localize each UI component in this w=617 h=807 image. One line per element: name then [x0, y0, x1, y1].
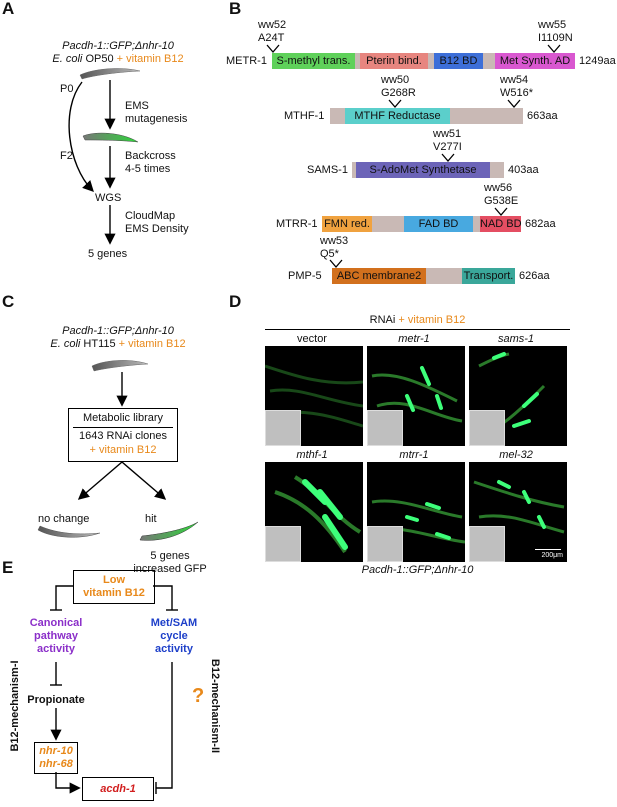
domain-sams: S-AdoMet Synthetase: [356, 162, 490, 178]
panel-c-strain: Pacdh-1::GFP;Δnhr-10: [62, 325, 174, 337]
result-genes: 5 genes: [88, 248, 128, 260]
panel-label-e: E: [2, 558, 14, 577]
caret-ww51: [441, 153, 455, 162]
panel-d-strain: Pacdh-1::GFP;Δnhr-10: [361, 564, 474, 576]
micrograph-mtrr1: [367, 462, 465, 562]
caret-ww53: [329, 259, 343, 268]
question-mark: ?: [192, 685, 205, 707]
wgs-label: WGS: [95, 192, 122, 204]
low-b12-box: Low vitamin B12: [73, 570, 155, 604]
rnai-header: RNAi + vitamin B12: [369, 314, 466, 326]
nhr-box: nhr-10 nhr-68: [34, 742, 78, 774]
label-vector: vector: [297, 333, 327, 345]
inset-brightfield: [469, 410, 505, 446]
rnai-header-rule: [265, 329, 570, 330]
domain-mthf: MTHF Reductase: [345, 108, 450, 124]
inset-brightfield: [265, 410, 301, 446]
micrograph-mthf1: [265, 462, 363, 562]
label-sams1: sams-1: [497, 333, 535, 345]
inset-brightfield: [367, 410, 403, 446]
no-change-label: no change: [38, 513, 90, 525]
f2-label: F2: [60, 150, 73, 162]
worm-hit: [139, 521, 199, 541]
micrograph-sams1: [469, 346, 567, 446]
panel-c-arrows: [37, 360, 199, 541]
label-metr1: metr-1: [398, 333, 430, 345]
panel-a-bacteria: E. coli OP50 + vitamin B12: [52, 53, 184, 65]
panel-a-strain: Pacdh-1::GFP;Δnhr-10: [62, 40, 174, 52]
panel-c-bacteria: E. coli HT115 + vitamin B12: [50, 338, 186, 350]
caret-ww55: [547, 44, 561, 53]
p0-label: P0: [60, 83, 74, 95]
worm-p0: [79, 68, 141, 80]
panel-label-d: D: [229, 292, 242, 311]
metr1-length: 1249aa: [579, 55, 616, 67]
domain-b12bd: B12 BD: [434, 53, 483, 69]
panel-a-arrows: [68, 68, 141, 245]
domain-metsynth: Met Synth. AD: [495, 53, 575, 69]
scale-label: 200μm: [541, 552, 563, 559]
inset-brightfield: [469, 526, 505, 562]
mtrr1-length: 682aa: [525, 218, 556, 230]
sams1-length: 403aa: [508, 164, 539, 176]
domain-transport: Transport.: [462, 268, 515, 284]
protein-name-metr1: METR-1: [226, 55, 267, 67]
inset-brightfield: [367, 526, 403, 562]
label-mtrr1: mtrr-1: [399, 449, 429, 461]
micrograph-metr1: [367, 346, 465, 446]
scale-bar: [535, 549, 561, 550]
caret-ww56: [494, 207, 508, 216]
panel-label-b: B: [229, 0, 242, 18]
domain-nad: NAD BD: [480, 216, 521, 232]
mutation-carets: [266, 44, 561, 268]
domain-pterin: Pterin bind.: [360, 53, 428, 69]
domain-smethyl: S-methyl trans.: [272, 53, 355, 69]
acdh1-box: acdh-1: [82, 777, 154, 801]
panel-label-c: C: [2, 292, 15, 311]
pmp5-length: 626aa: [519, 270, 550, 282]
domain-abc: ABC membrane2: [332, 268, 426, 284]
caret-ww50: [388, 99, 402, 108]
domain-fmn: FMN red.: [322, 216, 372, 232]
worm-start: [91, 360, 149, 372]
protein-name-pmp5: PMP-5: [288, 270, 322, 282]
protein-name-mthf1: MTHF-1: [284, 110, 325, 122]
label-mel32: mel-32: [499, 449, 533, 461]
caret-ww52: [266, 44, 280, 53]
protein-name-mtrr1: MTRR-1: [276, 218, 318, 230]
panel-label-a: A: [2, 0, 15, 18]
protein-name-sams1: SAMS-1: [307, 164, 348, 176]
worm-no-change: [37, 525, 101, 538]
worm-f2: [82, 132, 139, 143]
domain-fad: FAD BD: [404, 216, 473, 232]
metabolic-library-box: Metabolic library 1643 RNAi clones + vit…: [68, 408, 178, 462]
micrograph-vector: [265, 346, 363, 446]
propionate: Propionate: [27, 694, 85, 706]
mthf1-length: 663aa: [527, 110, 558, 122]
micrograph-mel32: 200μm: [469, 462, 567, 562]
hit-label: hit: [145, 513, 157, 525]
inset-brightfield: [265, 526, 301, 562]
panel-e-pathway-lines: [50, 585, 178, 794]
label-mthf1: mthf-1: [296, 449, 328, 461]
caret-ww54: [507, 99, 521, 108]
